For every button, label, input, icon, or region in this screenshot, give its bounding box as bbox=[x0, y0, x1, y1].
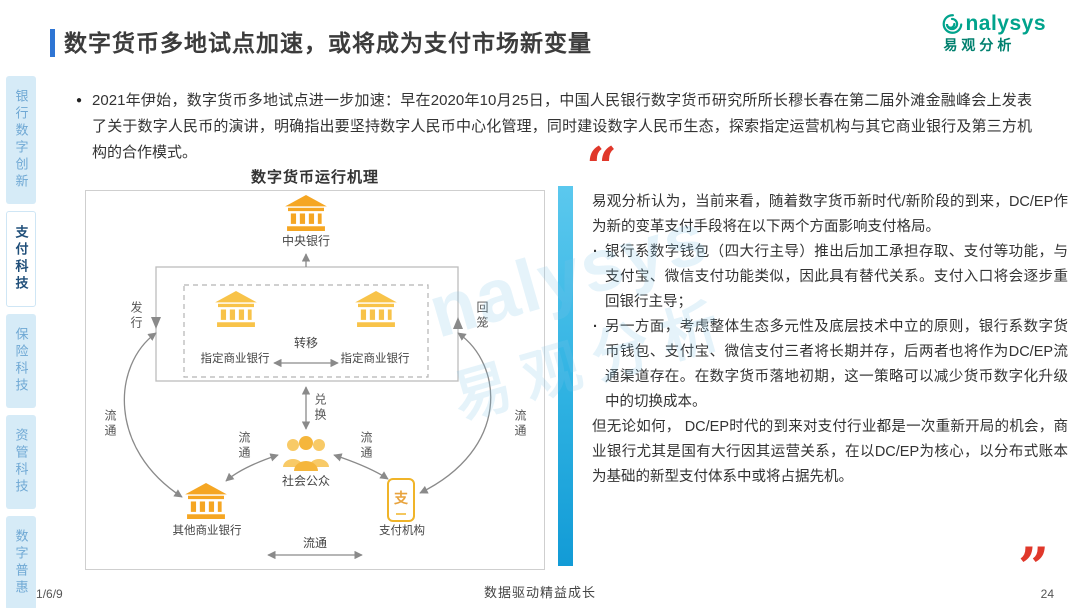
logo-row: nalysys bbox=[940, 12, 1046, 36]
analysis-bullet-1: · 银行系数字钱包（四大行主导）推出后加工承担存取、支付等功能，与支付宝、微信支… bbox=[592, 240, 1068, 315]
footer-slogan: 数据驱动精益成长 bbox=[483, 585, 596, 600]
circulate-arrow-public-payment bbox=[333, 453, 389, 480]
page-title: 数字货币多地试点加速，或将成为支付市场新变量 bbox=[64, 30, 592, 56]
logo-brand-text: nalysys bbox=[965, 11, 1046, 35]
intro-text: 2021年伊始，数字货币多地试点进一步加速：早在2020年10月25日，中国人民… bbox=[92, 92, 1032, 161]
logo-brand-cn: 易观分析 bbox=[943, 37, 1016, 53]
withdraw-label: 回笼 bbox=[475, 301, 489, 331]
transfer-label: 转移 bbox=[293, 336, 318, 350]
issue-label: 发行 bbox=[129, 301, 143, 331]
footer-page-number: 24 bbox=[1040, 587, 1054, 601]
sidebar-item-payment-tech[interactable]: 支付科技 bbox=[6, 211, 36, 307]
designated-banks-dashed-box bbox=[183, 284, 429, 378]
other-bank-label: 其他商业银行 bbox=[172, 525, 242, 537]
sidebar-item-digital-inclusion[interactable]: 数字普惠 bbox=[6, 516, 36, 608]
analysis-bullet-2: · 另一方面，考虑整体生态多元性及底层技术中立的原则，银行系数字货币钱包、支付宝… bbox=[592, 315, 1068, 415]
circulate-label-mid-right: 流通 bbox=[359, 431, 373, 461]
analysys-swirl-icon bbox=[943, 14, 963, 34]
designated-bank-icon-right bbox=[355, 291, 397, 327]
withdraw-up-arrowhead bbox=[453, 317, 463, 329]
analysis-accent-bar bbox=[558, 186, 573, 566]
quote-close-icon: ” bbox=[1018, 535, 1050, 599]
intro-paragraph: ● 2021年伊始，数字货币多地试点进一步加速：早在2020年10月25日，中国… bbox=[76, 88, 1032, 166]
analysis-bullet-2-text: 另一方面，考虑整体生态多元性及底层技术中立的原则，银行系数字货币钱包、支付宝、微… bbox=[605, 319, 1068, 410]
payment-phone-glyph: 支 bbox=[394, 490, 408, 506]
sidebar-item-bank-digital-innovation[interactable]: 银行数字创新 bbox=[6, 76, 36, 204]
diagram-box: 中央银行 指定商业银行 指定商业银行 转移 社会公众 其他商业银行 支付机构 流… bbox=[85, 190, 545, 570]
circulate-label-far-right: 流通 bbox=[513, 409, 527, 439]
circulate-label-bottom: 流通 bbox=[302, 536, 327, 550]
circulate-arrow-far-right bbox=[419, 332, 492, 494]
diagram-title: 数字货币运行机理 bbox=[250, 169, 379, 186]
central-bank-icon bbox=[285, 195, 327, 231]
sidebar: 银行数字创新 支付科技 保险科技 资管科技 数字普惠 bbox=[6, 76, 38, 608]
title-accent-bar bbox=[50, 29, 55, 57]
payment-phone-icon bbox=[387, 478, 415, 522]
circulate-arrow-public-otherbank bbox=[225, 453, 279, 482]
bullet-marker-icon: · bbox=[593, 319, 598, 335]
analysis-intro: 易观分析认为，当前来看，随着数字货币新时代/新阶段的到来，DC/EP作为新的变革… bbox=[592, 194, 1068, 235]
other-bank-icon bbox=[185, 483, 227, 519]
sidebar-item-asset-mgmt-tech[interactable]: 资管科技 bbox=[6, 415, 36, 509]
diagram-canvas bbox=[123, 195, 492, 560]
analysys-logo: nalysys 易观分析 bbox=[940, 12, 1046, 53]
public-people-icon bbox=[283, 436, 329, 471]
designated-bank-icon-left bbox=[215, 291, 257, 327]
circulate-arrow-far-left bbox=[123, 332, 183, 498]
circulate-label-mid-left: 流通 bbox=[237, 431, 251, 461]
issue-down-arrowhead bbox=[151, 317, 161, 329]
analysis-panel: 易观分析认为，当前来看，随着数字货币新时代/新阶段的到来，DC/EP作为新的变革… bbox=[592, 190, 1068, 490]
exchange-label: 兑换 bbox=[313, 393, 327, 423]
payment-org-label: 支付机构 bbox=[379, 525, 425, 537]
designated-bank-label-right: 指定商业银行 bbox=[340, 353, 410, 365]
circulate-label-far-left: 流通 bbox=[103, 409, 117, 439]
bullet-dot-icon: ● bbox=[76, 95, 83, 106]
central-bank-label: 中央银行 bbox=[281, 234, 330, 248]
designated-bank-label-left: 指定商业银行 bbox=[200, 353, 270, 365]
quote-open-icon: “ bbox=[586, 135, 618, 199]
analysis-bullet-1-text: 银行系数字钱包（四大行主导）推出后加工承担存取、支付等功能，与支付宝、微信支付功… bbox=[605, 244, 1068, 310]
bullet-marker-icon: · bbox=[593, 244, 598, 260]
analysis-conclusion: 但无论如何， DC/EP时代的到来对支付行业都是一次重新开局的机会，商业银行尤其… bbox=[592, 419, 1068, 485]
sidebar-item-insurance-tech[interactable]: 保险科技 bbox=[6, 314, 36, 408]
public-label: 社会公众 bbox=[281, 474, 330, 488]
